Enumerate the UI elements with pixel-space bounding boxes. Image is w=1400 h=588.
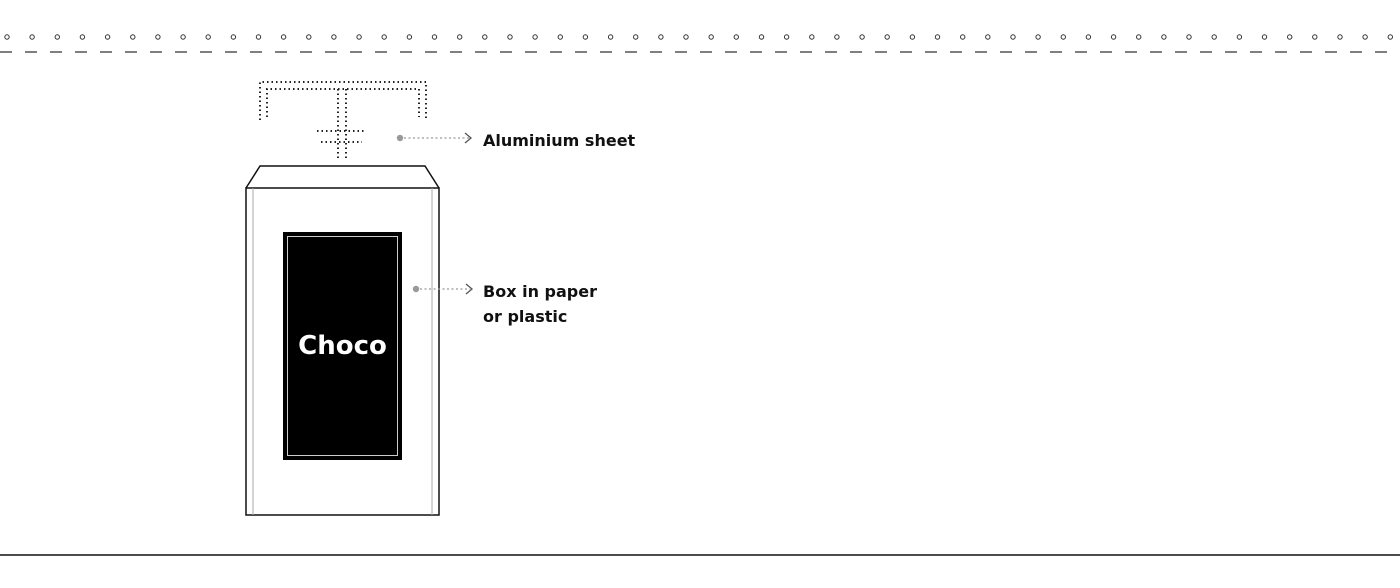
box-lid	[245, 165, 440, 189]
decorative-circle	[104, 34, 111, 40]
decorative-circle	[557, 34, 563, 40]
decorative-circle	[582, 34, 589, 40]
circle-row	[4, 34, 1394, 40]
box-label-line1: Box in paper	[483, 282, 597, 301]
decorative-circle	[29, 34, 35, 40]
decorative-circle	[1085, 34, 1092, 40]
decorative-circle	[54, 34, 60, 40]
decorative-circle	[1287, 34, 1293, 40]
top-decorative-border	[0, 34, 1400, 53]
decorative-circle	[934, 34, 941, 40]
decorative-circle	[783, 34, 790, 40]
decorative-circle	[658, 34, 664, 40]
dot-icon	[412, 285, 420, 293]
decorative-circle	[482, 34, 488, 40]
decorative-circle	[758, 34, 765, 40]
decorative-circle	[1186, 34, 1192, 40]
product-label-panel	[283, 232, 402, 460]
decorative-circle	[306, 34, 312, 40]
decorative-circle	[1110, 34, 1117, 40]
chevron-right-icon	[464, 132, 473, 144]
aluminium-pointer	[396, 132, 473, 144]
decorative-circle	[180, 34, 186, 40]
decorative-circle	[431, 34, 438, 40]
box-pointer	[412, 283, 474, 295]
decorative-circle	[79, 34, 86, 40]
decorative-circle	[4, 34, 10, 40]
decorative-circle	[1161, 34, 1167, 40]
product-label-inner-border	[287, 236, 398, 456]
decorative-circle	[909, 34, 916, 40]
decorative-circle	[1337, 34, 1343, 40]
decorative-circle	[809, 34, 815, 40]
decorative-circle	[280, 34, 287, 40]
decorative-circle	[1362, 34, 1368, 40]
decorative-circle	[633, 34, 639, 40]
decorative-circle	[205, 34, 211, 40]
decorative-circle	[406, 34, 413, 40]
decorative-circle	[708, 34, 714, 40]
decorative-circle	[1136, 34, 1142, 40]
aluminium-sheet	[259, 81, 427, 158]
dot-icon	[396, 134, 404, 142]
decorative-circle	[733, 34, 739, 40]
decorative-circle	[532, 34, 538, 40]
decorative-circle	[683, 34, 689, 40]
decorative-circle	[834, 34, 840, 40]
decorative-circle	[381, 34, 387, 40]
decorative-circle	[457, 34, 463, 40]
decorative-circle	[331, 34, 337, 40]
decorative-circle	[1060, 34, 1067, 40]
decorative-circle	[155, 34, 161, 40]
box-label-line2: or plastic	[483, 307, 567, 326]
decorative-circle	[1035, 34, 1041, 40]
decorative-circle	[1236, 34, 1243, 40]
decorative-circle	[859, 34, 865, 40]
decorative-circle	[1261, 34, 1268, 40]
decorative-circle	[230, 34, 237, 40]
decorative-circle	[130, 34, 136, 40]
product-name: Choco	[298, 331, 387, 361]
decorative-circle	[960, 34, 966, 40]
decorative-circle	[356, 34, 362, 40]
decorative-circle	[507, 34, 513, 40]
decorative-circle	[884, 34, 890, 40]
chevron-right-icon	[465, 283, 474, 295]
decorative-circle	[255, 34, 262, 40]
aluminium-sheet-label: Aluminium sheet	[483, 131, 636, 150]
decorative-circle	[1010, 34, 1016, 40]
decorative-circle	[1312, 34, 1318, 40]
decorative-circle	[1211, 34, 1217, 40]
product-label: Choco	[283, 232, 402, 460]
decorative-circle	[607, 34, 614, 40]
decorative-circle	[985, 34, 991, 40]
decorative-circle	[1387, 34, 1394, 40]
